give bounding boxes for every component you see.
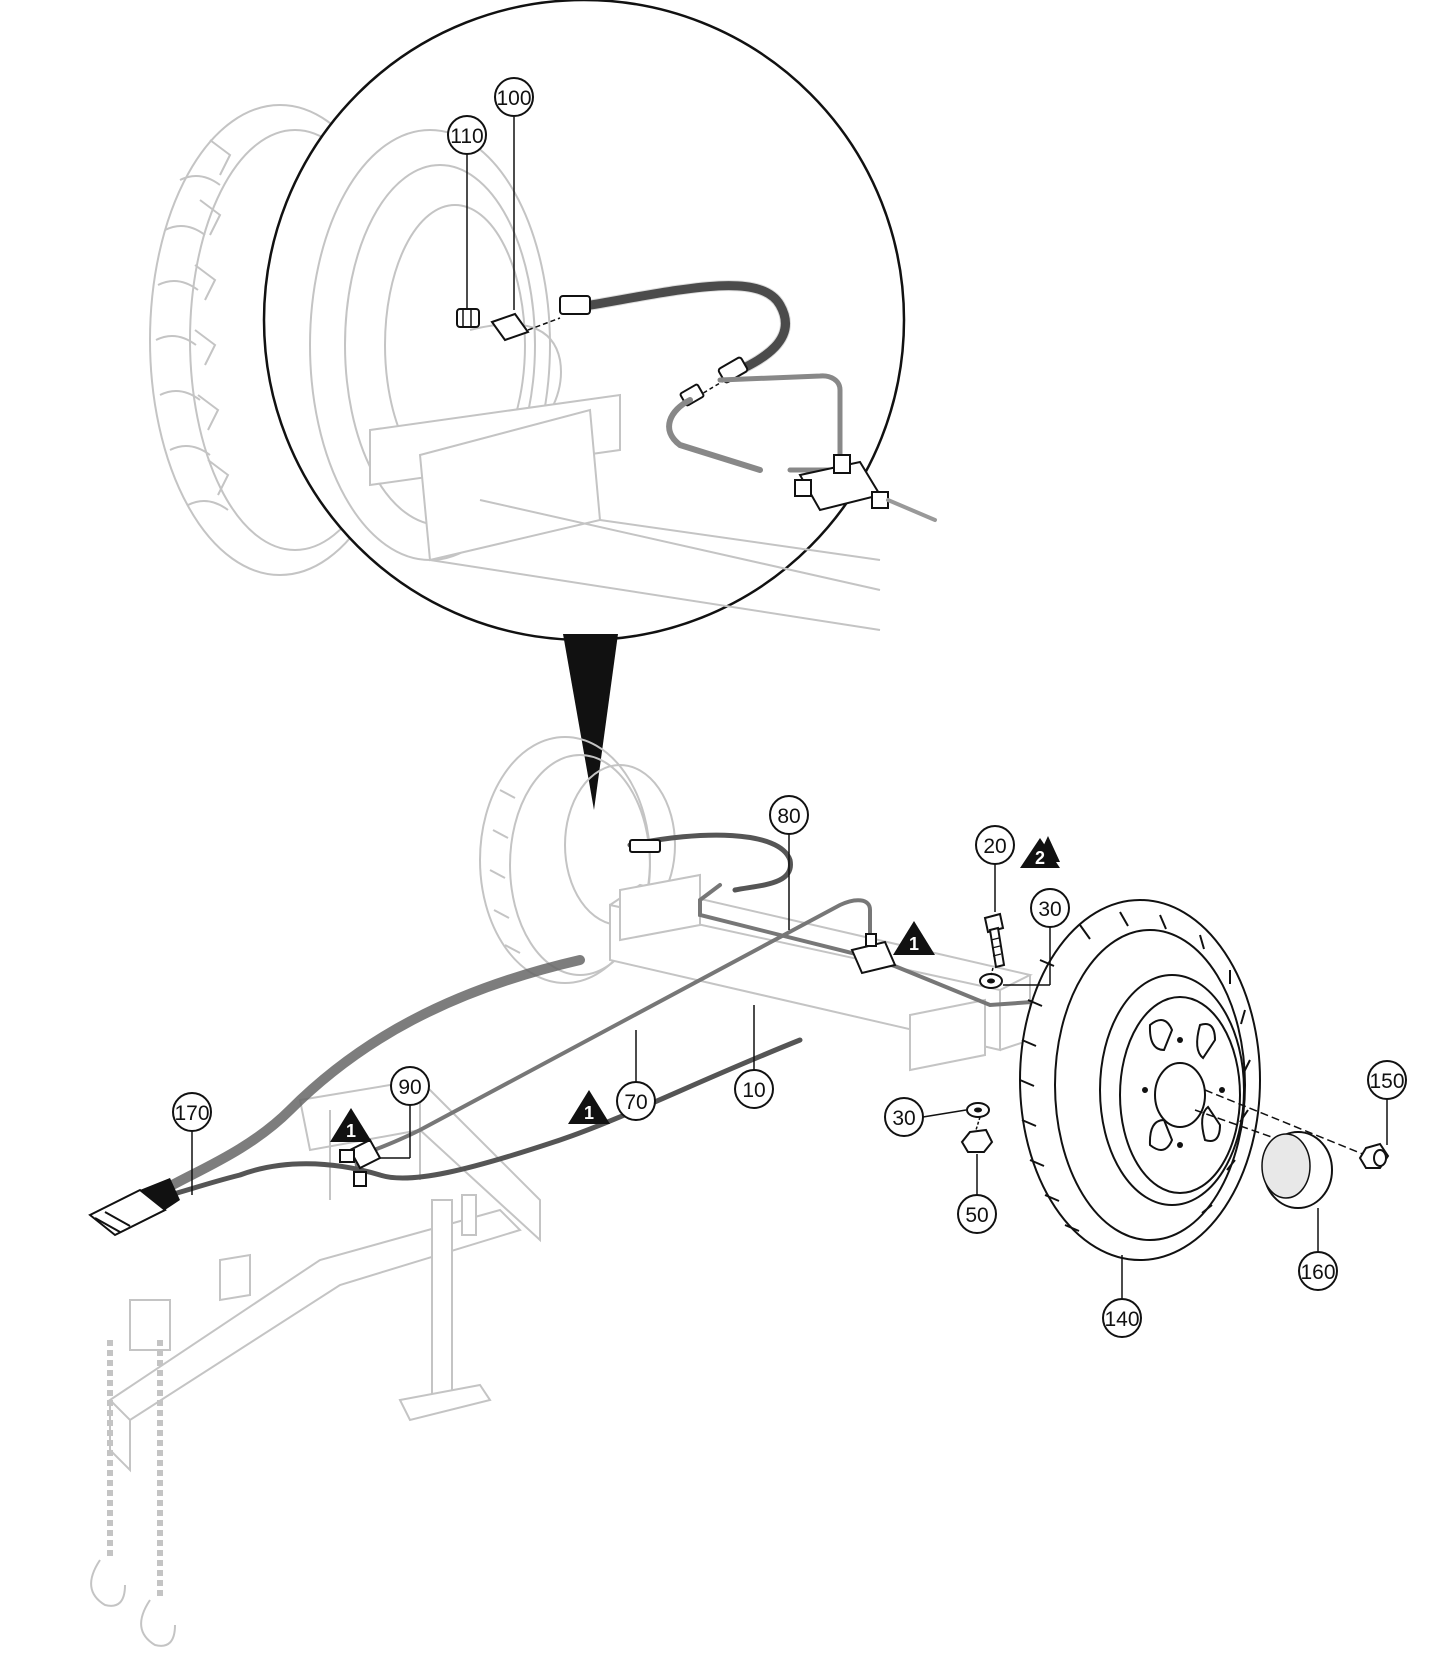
jack-stand-ghost (398, 1194, 492, 1422)
hose-fitting-far-wheel (629, 839, 661, 853)
svg-text:160: 160 (1300, 1261, 1335, 1284)
fitting-90-part (339, 1138, 382, 1187)
detail-pointer (563, 634, 618, 810)
warning-1-left: 1 (330, 1108, 372, 1142)
warning-2: 2 (1020, 836, 1060, 868)
axle-tube (609, 873, 1033, 1072)
svg-text:1: 1 (584, 1103, 594, 1123)
svg-text:150: 150 (1369, 1070, 1404, 1093)
callout-20: 20 (975, 825, 1015, 912)
svg-text:70: 70 (624, 1091, 647, 1114)
elbow-fitting-100-part (490, 312, 561, 342)
detail-axle-bracket-ghost (369, 393, 881, 631)
svg-text:170: 170 (174, 1102, 209, 1125)
svg-text:10: 10 (742, 1079, 765, 1102)
trailer-tongue-ghost (108, 1078, 541, 1473)
lug-nut-150-part (1358, 1142, 1390, 1169)
detail-brake-line-left (666, 397, 763, 473)
hub-cap-160-part (1261, 1131, 1333, 1209)
callout-160: 160 (1298, 1208, 1338, 1291)
warning-1-mid: 1 (568, 1090, 610, 1124)
detail-hose-end-fitting (559, 295, 591, 315)
svg-text:140: 140 (1104, 1308, 1139, 1331)
brake-line-main (698, 883, 1062, 1008)
brake-hose-80 (627, 832, 793, 893)
callout-50: 50 (957, 1154, 997, 1234)
callout-10: 10 (734, 1005, 774, 1109)
svg-text:90: 90 (398, 1076, 421, 1099)
svg-text:110: 110 (450, 125, 483, 148)
callout-30-top: 30 (1003, 888, 1070, 986)
svg-text:80: 80 (777, 805, 800, 828)
svg-text:30: 30 (892, 1107, 915, 1130)
nut-50-part (960, 1128, 994, 1153)
callout-150: 150 (1367, 1060, 1407, 1145)
detail-zoom-view: 110 100 (149, 0, 937, 810)
svg-text:50: 50 (965, 1204, 988, 1227)
callout-90: 90 (380, 1066, 430, 1159)
svg-text:1: 1 (909, 934, 919, 954)
svg-text:100: 100 (496, 87, 531, 110)
warning-1-top: 1 (893, 921, 935, 955)
svg-text:20: 20 (983, 835, 1006, 858)
callout-140: 140 (1102, 1255, 1142, 1338)
bolt-20-part (983, 912, 1006, 969)
wheel-140-part (1019, 899, 1261, 1261)
wiring-harness-170 (145, 955, 585, 1205)
svg-text:2: 2 (1035, 848, 1045, 868)
tee-fitting-main (850, 933, 897, 975)
callout-30-bottom: 30 (884, 1097, 967, 1137)
svg-text:30: 30 (1038, 898, 1061, 921)
callout-170: 170 (172, 1092, 212, 1195)
fitting-110-part (456, 308, 480, 328)
detail-brake-hose (580, 281, 790, 375)
svg-text:1: 1 (346, 1121, 356, 1141)
callout-70: 70 (616, 1030, 656, 1121)
safety-chains-ghost (90, 1340, 176, 1647)
callout-100: 100 (494, 77, 534, 310)
electrical-plug-connector (88, 1178, 180, 1237)
detail-bubble (262, 0, 906, 642)
callout-110: 110 (447, 115, 487, 310)
detail-brake-line-right (717, 373, 843, 473)
callout-80: 80 (769, 795, 809, 930)
